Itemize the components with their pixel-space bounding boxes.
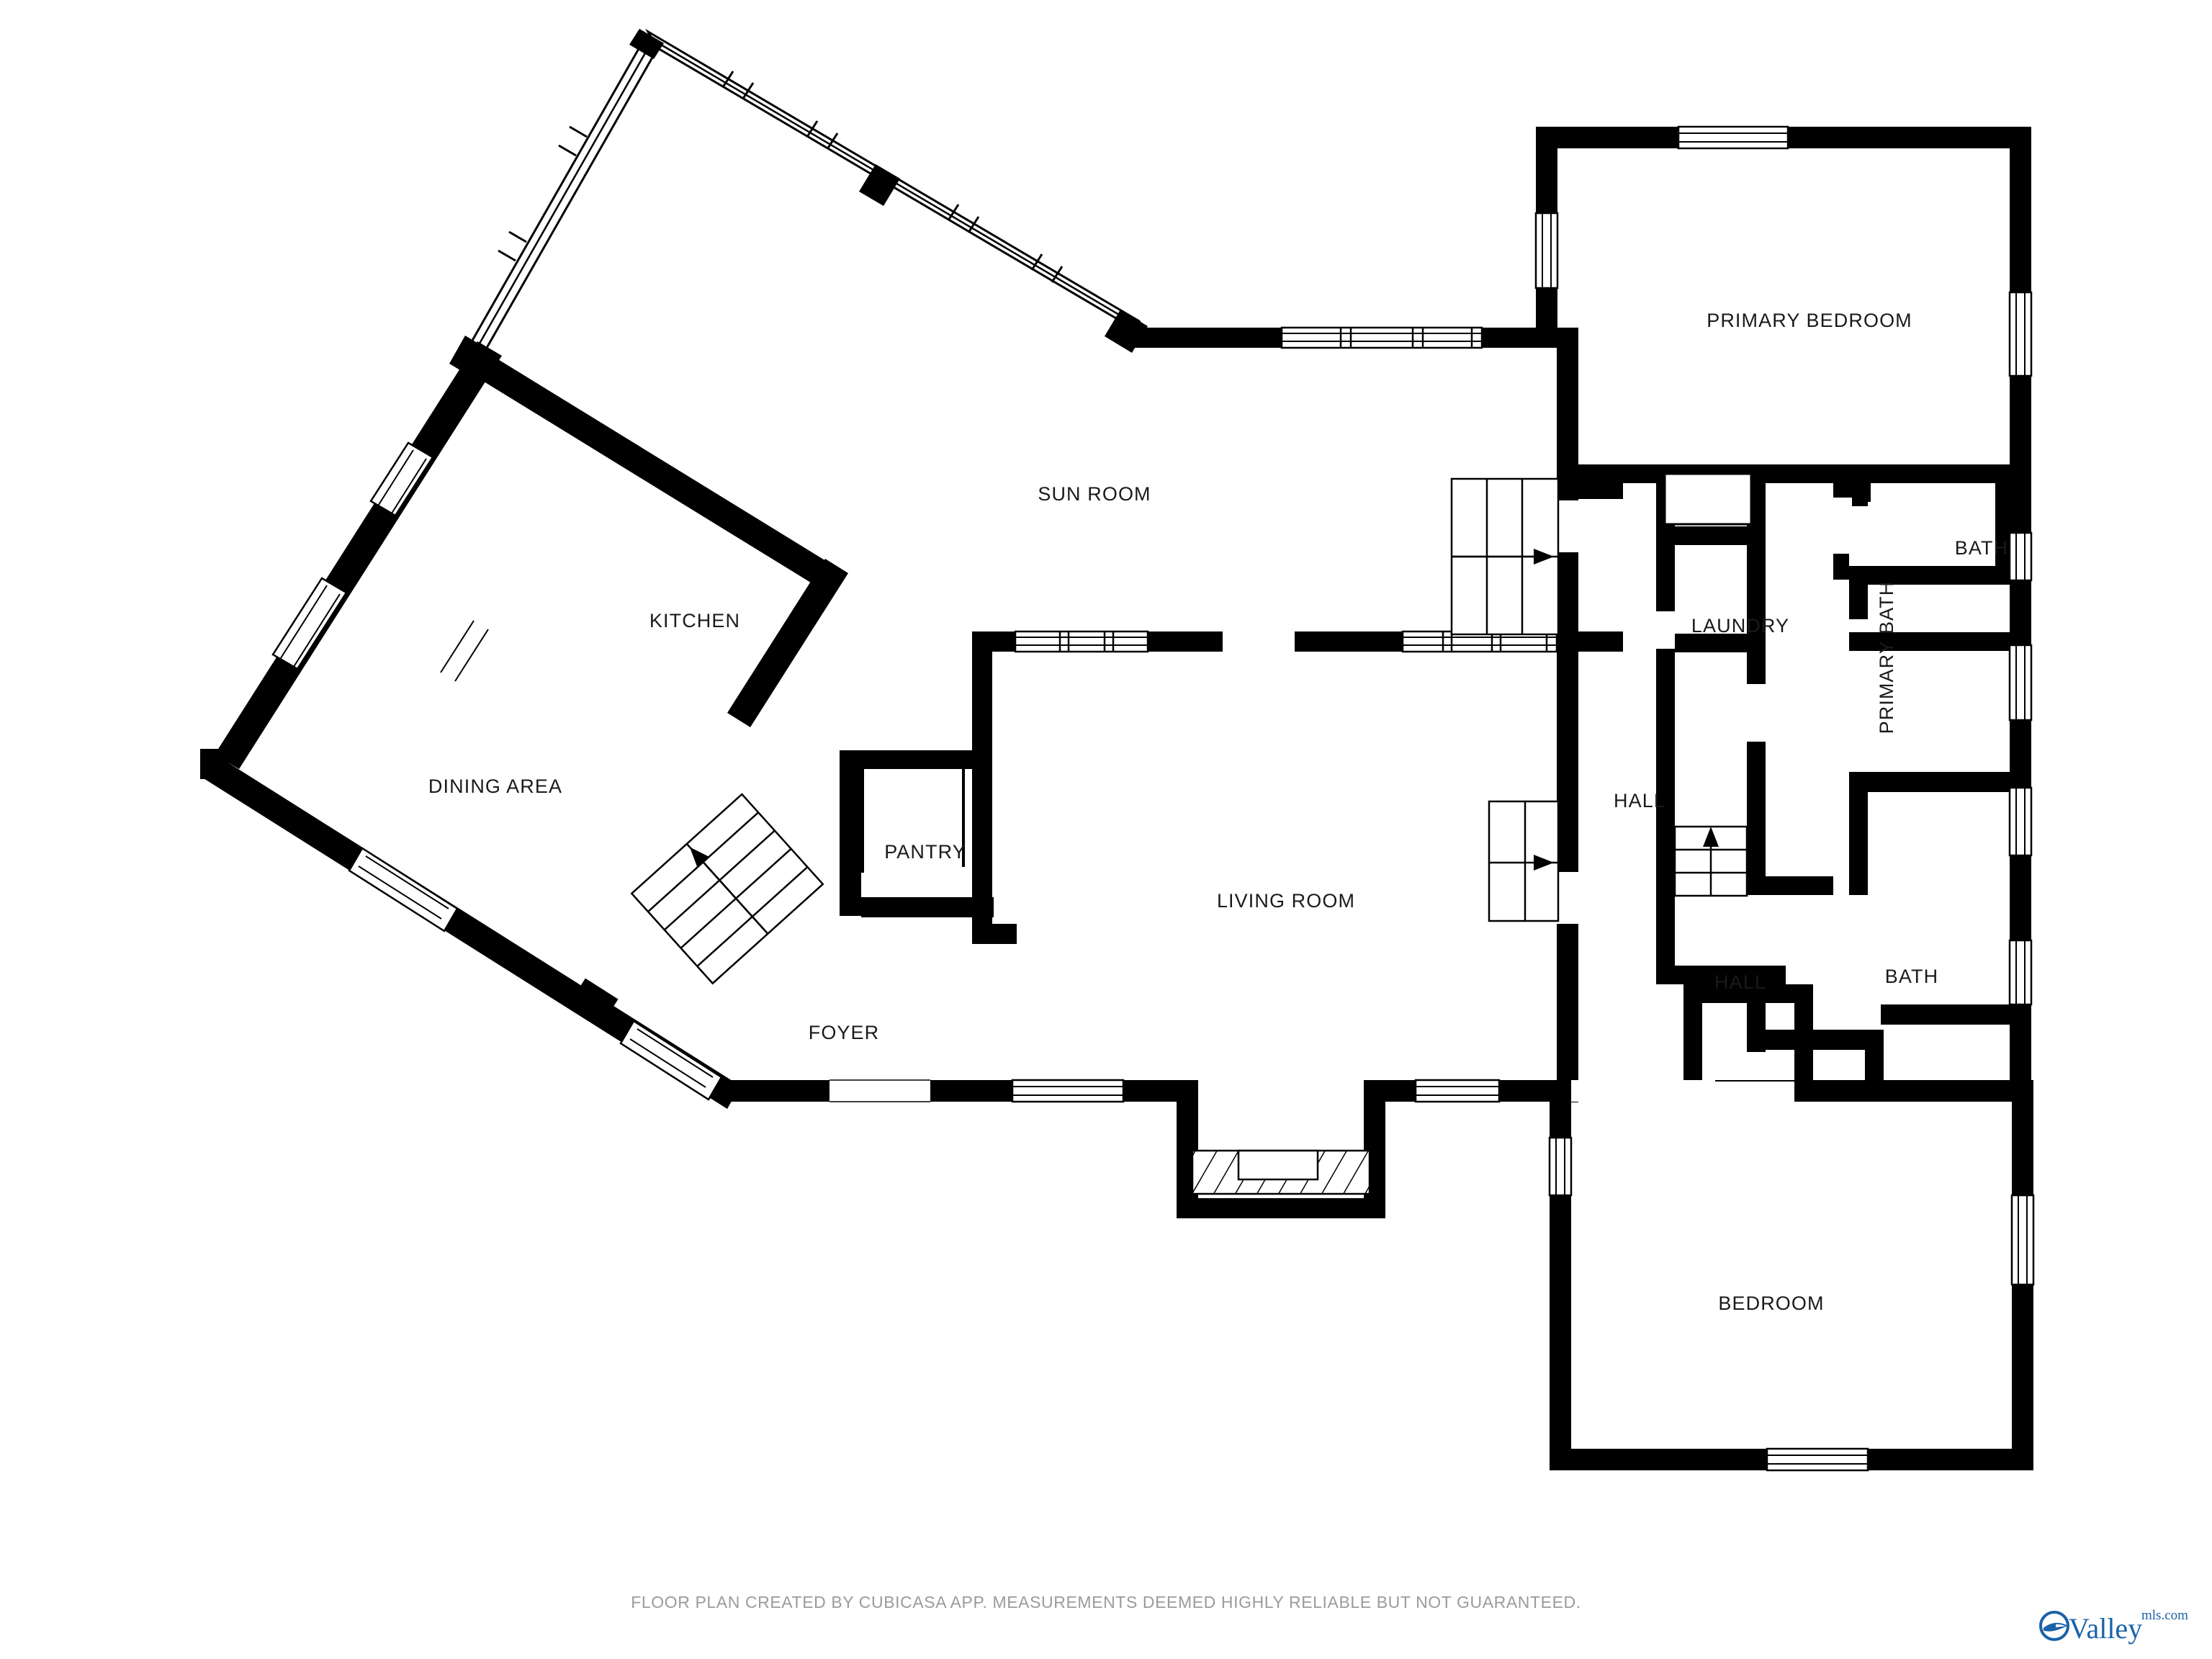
room-label-kitchen: KITCHEN: [649, 610, 740, 631]
room-label-bedroom: BEDROOM: [1718, 1292, 1824, 1314]
room-labels: SUN ROOM KITCHEN DINING AREA PANTRY FOYE…: [428, 310, 2008, 1314]
room-label-bath-lower: BATH: [1885, 966, 1938, 987]
room-label-bath-upper: BATH: [1955, 537, 2008, 559]
door-openings: [1557, 498, 1868, 1102]
room-label-primary-bedroom: PRIMARY BEDROOM: [1707, 310, 1912, 331]
room-label-sun-room: SUN ROOM: [1038, 483, 1151, 505]
valley-circle-icon: [2039, 1611, 2069, 1641]
stairs-hall-middle: [1488, 800, 1560, 922]
fireplace: [1191, 1149, 1371, 1195]
logo-suffix-text: mls.com: [2141, 1608, 2188, 1623]
room-label-living-room: LIVING ROOM: [1217, 890, 1355, 912]
angled-wall-windows: [271, 441, 723, 1101]
logo-brand-text: Valley: [2069, 1612, 2142, 1645]
windows: [830, 125, 2035, 1472]
room-label-hall-upper: HALL: [1614, 790, 1665, 811]
room-label-laundry: LAUNDRY: [1691, 615, 1789, 637]
valleymls-logo[interactable]: Valley mls.com: [2038, 1604, 2193, 1646]
stairs-laundry: [1673, 825, 1748, 897]
room-label-primary-bath: PRIMARY BATH: [1876, 581, 1897, 734]
room-label-pantry: PANTRY: [884, 841, 966, 863]
stairs-hall-upper: [1450, 477, 1560, 636]
kitchen-dining-exterior-walls: [200, 341, 848, 1109]
room-label-dining-area: DINING AREA: [428, 775, 562, 797]
stairs-dining: [630, 793, 824, 985]
room-label-foyer: FOYER: [809, 1022, 880, 1043]
room-label-hall-lower: HALL: [1714, 971, 1766, 993]
footer-disclaimer: FLOOR PLAN CREATED BY CUBICASA APP. MEAS…: [631, 1593, 1581, 1611]
